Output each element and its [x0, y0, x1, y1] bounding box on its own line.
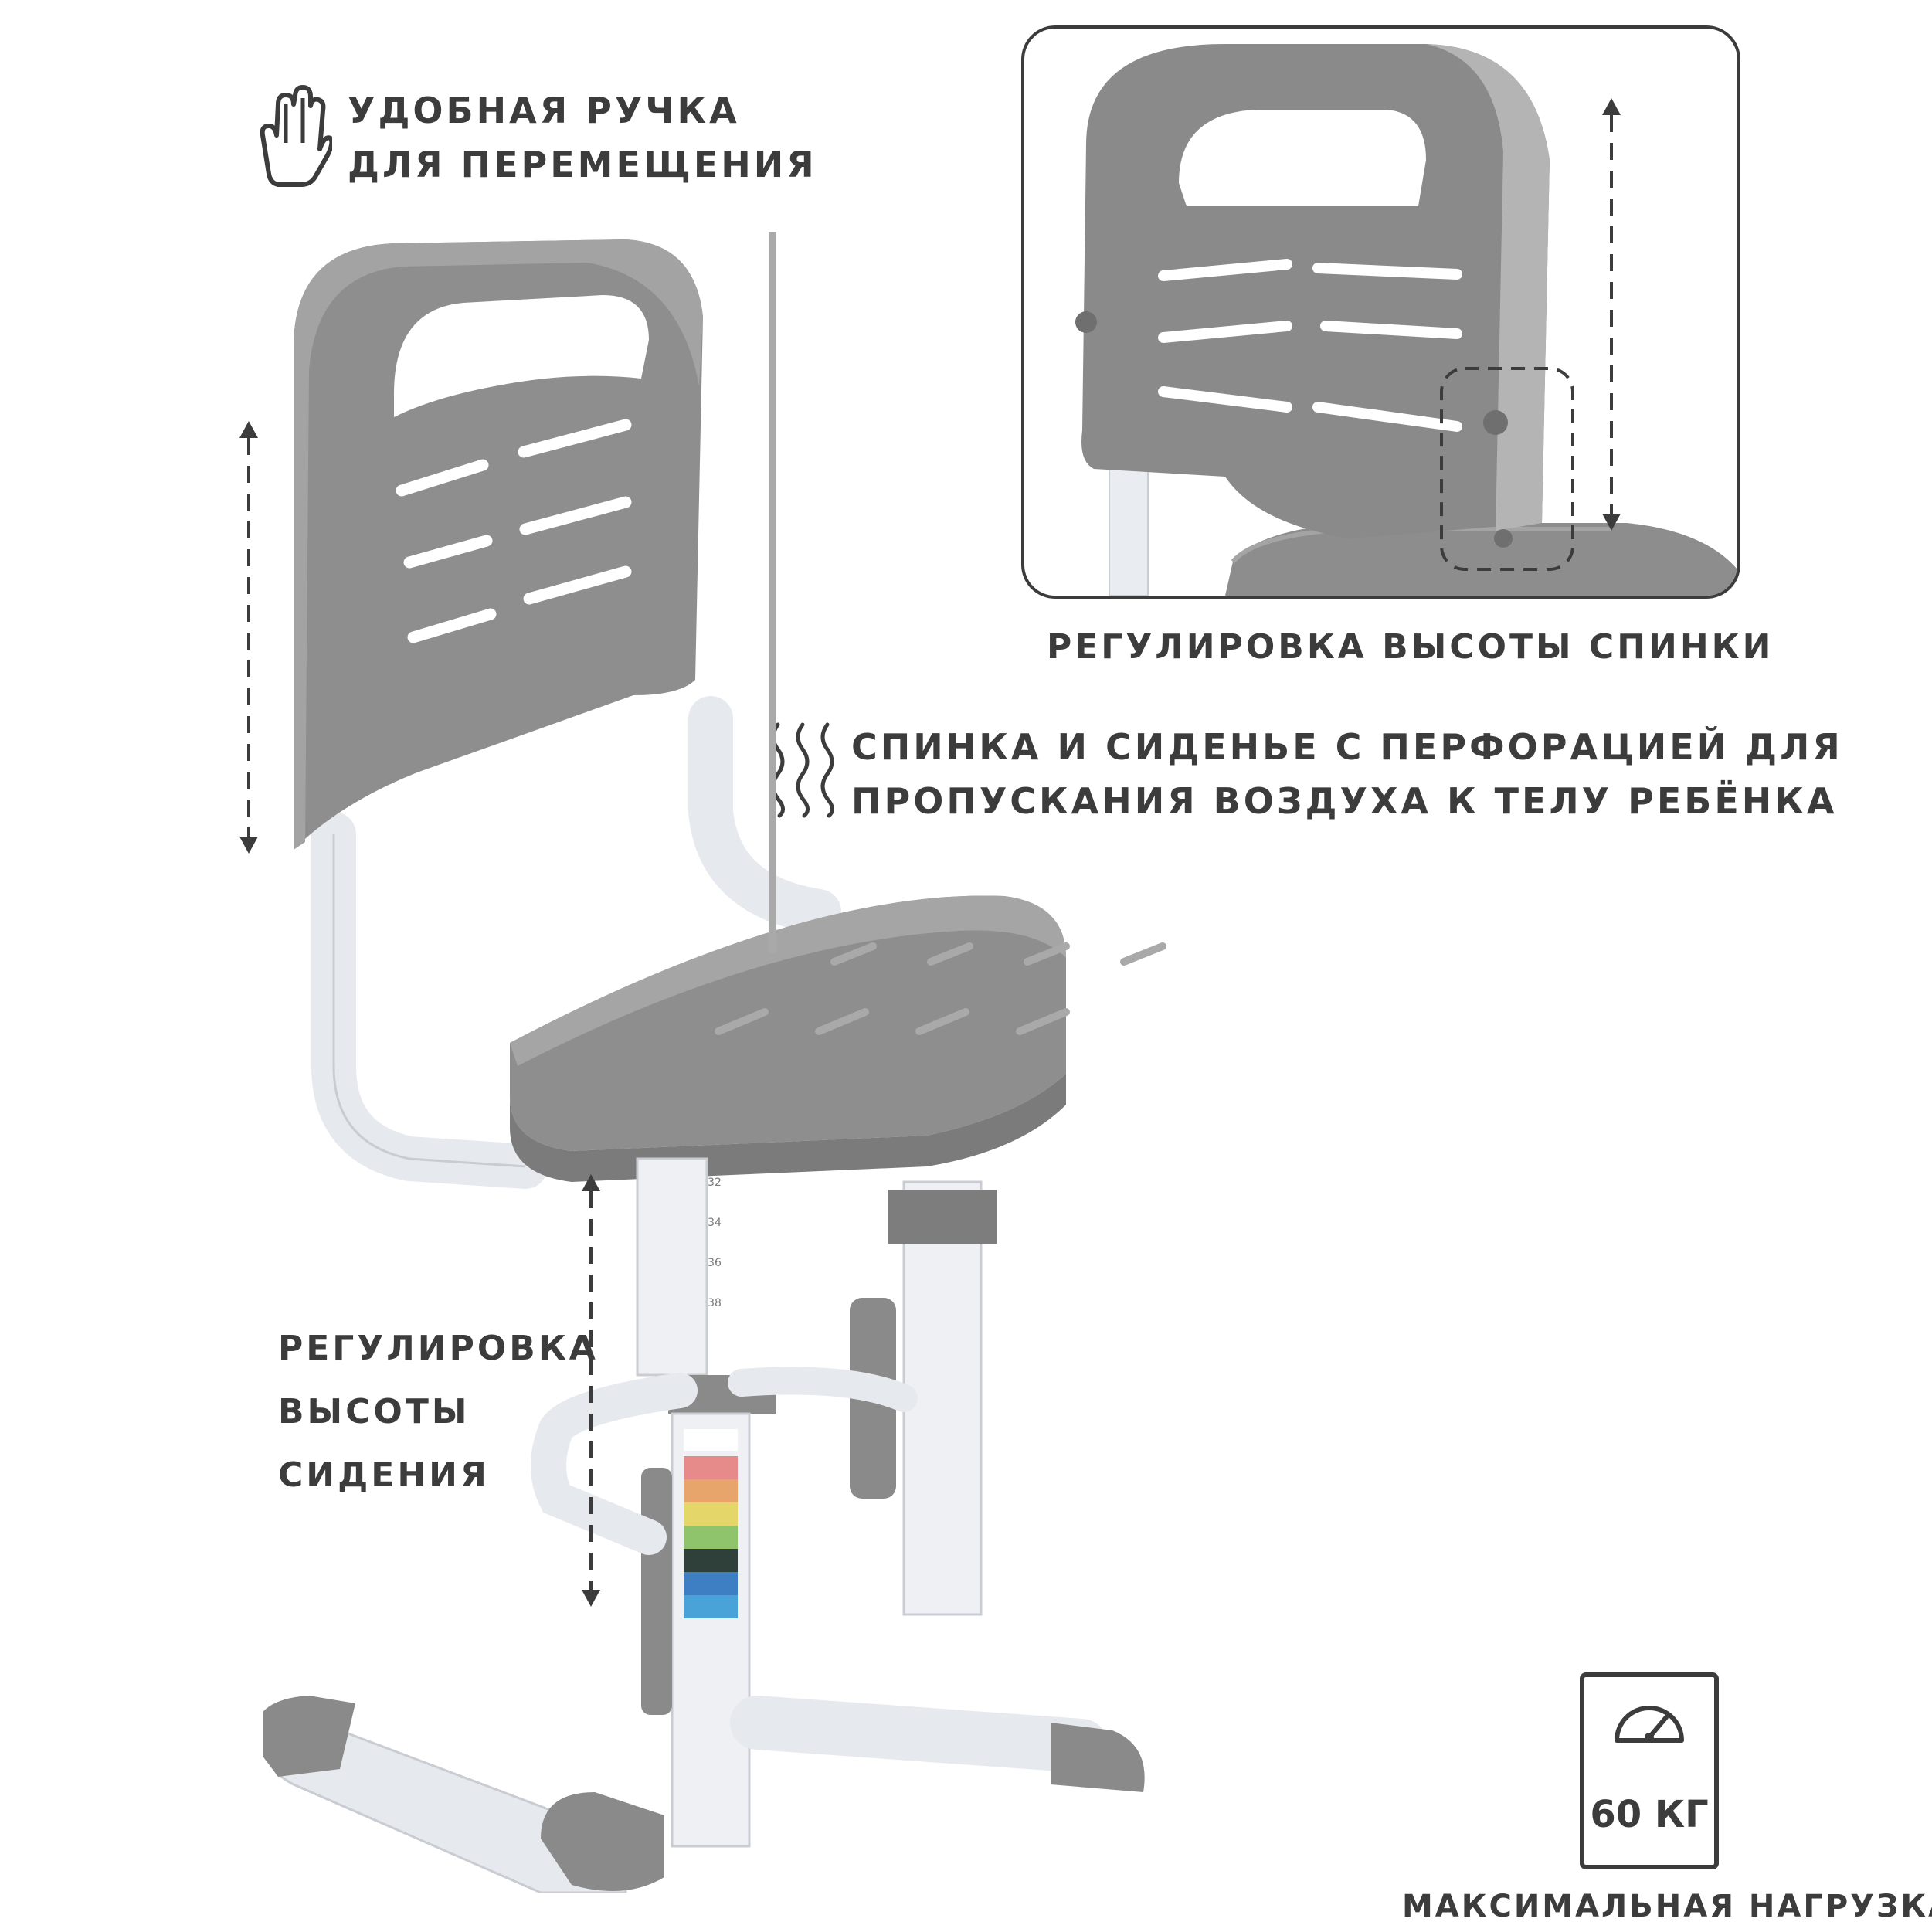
- scale-mark: 32: [708, 1177, 722, 1189]
- handle-label-line1: УДОБНАЯ РУЧКА: [348, 90, 740, 131]
- hand-icon: [247, 81, 332, 189]
- handle-label-line2: ДЛЯ ПЕРЕМЕЩЕНИЯ: [348, 144, 817, 185]
- handle-label: УДОБНАЯ РУЧКА ДЛЯ ПЕРЕМЕЩЕНИЯ: [348, 83, 817, 192]
- max-load-value: 60 КГ: [1590, 1793, 1709, 1836]
- backrest-height-caption: РЕГУЛИРОВКА ВЫСОТЫ СПИНКИ: [1047, 627, 1774, 667]
- seat-height-label-line2: ВЫСОТЫ: [278, 1392, 470, 1431]
- height-scale: 32 34 36 38: [699, 1163, 730, 1323]
- chair-illustration: [263, 232, 1437, 1893]
- scale-mark: 36: [708, 1257, 722, 1269]
- scale-mark: 34: [708, 1217, 722, 1229]
- seat-height-label-line1: РЕГУЛИРОВКА: [278, 1329, 599, 1368]
- max-load-caption: МАКСИМАЛЬНАЯ НАГРУЗКА: [1402, 1889, 1932, 1924]
- seat-height-label-line3: СИДЕНИЯ: [278, 1455, 490, 1495]
- perforation-label: СПИНКА И СИДЕНЬЕ С ПЕРФОРАЦИЕЙ ДЛЯ ПРОПУ…: [851, 720, 1843, 828]
- seat-height-label: РЕГУЛИРОВКА ВЫСОТЫ СИДЕНИЯ: [278, 1317, 599, 1507]
- perforation-label-line1: СПИНКА И СИДЕНЬЕ С ПЕРФОРАЦИЕЙ ДЛЯ: [851, 726, 1843, 768]
- backrest-height-arrow: [239, 421, 258, 854]
- backrest-detail-inset: [1021, 25, 1740, 599]
- weight-scale-icon: 60 КГ: [1580, 1672, 1719, 1869]
- scale-mark: 38: [708, 1297, 722, 1309]
- perforation-label-line2: ПРОПУСКАНИЯ ВОЗДУХА К ТЕЛУ РЕБЁНКА: [851, 780, 1838, 822]
- seat-height-arrow: [582, 1174, 600, 1607]
